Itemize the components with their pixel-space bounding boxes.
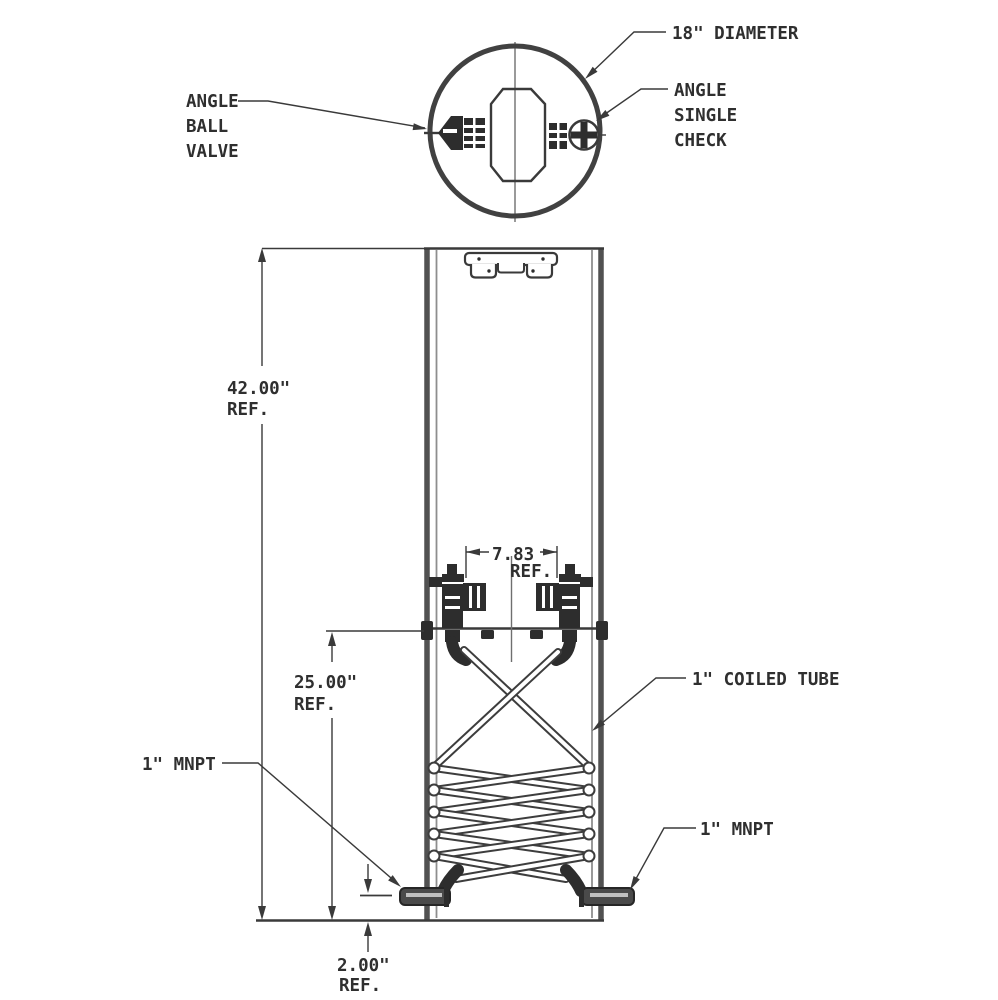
label-angle-single-check: ANGLE (674, 81, 727, 101)
label-angle-single-check: SINGLE (674, 106, 737, 126)
leader-single-check (597, 88, 668, 120)
label-angle-ball-valve: BALL (186, 117, 228, 137)
leader-diameter-arrow (585, 66, 598, 79)
leader-mnpt-left (222, 762, 399, 885)
leader-mnpt-right (631, 827, 696, 887)
label-diameter: 18" DIAMETER (672, 24, 799, 44)
leader-ball-valve-arrow (412, 123, 427, 131)
leader-coiled-tube (594, 677, 686, 730)
front-elevation-view (256, 247, 635, 922)
leader-diameter (587, 31, 666, 77)
dim-coil-height-value: 25.00" (294, 673, 357, 693)
label-angle-ball-valve: ANGLE (186, 92, 239, 112)
coiled-tube (427, 646, 596, 883)
dim-valve-spacing-value: 7.83 (492, 545, 534, 565)
dim-valve-spacing-ref: REF. (510, 562, 552, 582)
label-mnpt-right: 1" MNPT (700, 820, 774, 840)
plan-annotations: ANGLE BALL VALVE 18" DIAMETER ANGLE SING… (186, 24, 799, 162)
label-mnpt-left: 1" MNPT (142, 755, 216, 775)
lid-bracket (463, 251, 559, 279)
single-check-symbol (549, 119, 606, 151)
meter-body-outline (489, 87, 547, 183)
dim-outlet-offset-value: 2.00" (337, 956, 390, 976)
leader-ball-valve (238, 100, 426, 129)
dimensions: 42.00" REF. 25.00" REF. 7.83 REF. 2.00" … (227, 248, 558, 996)
dim-coil-height-ref: REF. (294, 695, 336, 715)
dim-outlet-offset-ref: REF. (339, 976, 381, 996)
ball-valve-symbol (424, 116, 485, 150)
label-coiled-tube: 1" COILED TUBE (692, 670, 840, 690)
top-plan-view (424, 42, 606, 222)
right-valve-elevation (536, 564, 593, 666)
dim-overall-height-ref: REF. (227, 400, 269, 420)
label-angle-ball-valve: VALVE (186, 142, 239, 162)
dim-overall-height-value: 42.00" (227, 379, 290, 399)
bottom-outlets (399, 864, 635, 907)
right-elbow (560, 864, 587, 897)
pit-circle-outline (427, 43, 603, 219)
left-valve-elevation (429, 564, 486, 666)
leader-single-check-arrow (596, 110, 610, 121)
elevation-annotations: 1" COILED TUBE 1" MNPT 1" MNPT (142, 670, 840, 890)
label-angle-single-check: CHECK (674, 131, 727, 151)
